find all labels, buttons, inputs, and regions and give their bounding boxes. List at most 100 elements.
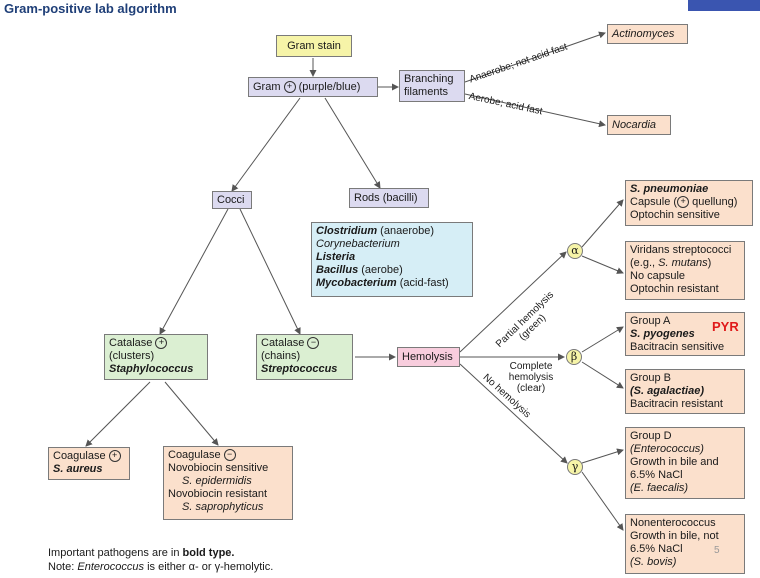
gram-color-label: (purple/blue) xyxy=(298,81,361,93)
nacl-label: 6.5% NaCl xyxy=(630,543,683,555)
nonenterococcus-label: Nonenterococcus xyxy=(630,517,716,529)
catalase-pos-label: Catalase xyxy=(109,337,153,349)
minus-icon: − xyxy=(223,449,236,462)
edge-to-catalase-neg xyxy=(239,208,301,335)
plus-icon: + xyxy=(677,196,690,209)
s-saprophyticus-label: S. saprophyticus xyxy=(182,501,264,513)
alpha-node: α xyxy=(567,243,583,259)
s-bovis-label: (S. bovis) xyxy=(630,556,677,568)
rod-item-listeria: Listeria xyxy=(316,251,356,263)
coagulase-pos-label: Coagulase xyxy=(53,450,106,462)
viridans-node: Viridans streptococci (e.g., S. mutans) … xyxy=(625,241,745,300)
cocci-node: Cocci xyxy=(212,191,252,209)
staphylococcus-label: Staphylococcus xyxy=(109,363,194,375)
s-pneumoniae-node: S. pneumoniae Capsule (+ quellung) Optoc… xyxy=(625,180,753,226)
group-a-node: Group A S. pyogenes Bacitracin sensitive xyxy=(625,312,745,356)
edge-gamma-to-nonentero xyxy=(581,471,624,531)
edge-to-catalase-pos xyxy=(159,208,229,335)
gram-label: Gram xyxy=(253,81,281,93)
edge-to-coag-neg xyxy=(164,381,219,446)
edge-to-coag-pos xyxy=(85,381,151,447)
s-epidermidis-label: S. epidermidis xyxy=(182,475,252,487)
edge-to-gamma xyxy=(459,363,568,464)
hemolysis-label: Hemolysis xyxy=(402,351,453,363)
rod-item-corynebacterium: Corynebacterium xyxy=(316,238,400,250)
edge-gamma-to-groupd xyxy=(581,448,624,464)
catalase-negative-node: Catalase − (chains) Streptococcus xyxy=(256,334,353,380)
gram-positive-node: Gram + (purple/blue) xyxy=(248,77,378,97)
page-title: Gram-positive lab algorithm xyxy=(4,1,177,16)
clusters-label: (clusters) xyxy=(109,350,155,362)
nocardia-node: Nocardia xyxy=(607,115,671,135)
edge-to-nocardia xyxy=(464,93,606,128)
beta-node: β xyxy=(566,349,582,365)
actinomyces-node: Actinomyces xyxy=(607,24,688,44)
gram-stain-label: Gram stain xyxy=(287,40,341,52)
group-d-label: Group D xyxy=(630,430,672,442)
cocci-label: Cocci xyxy=(217,194,245,206)
growth-bile-label: Growth in bile and xyxy=(630,456,719,468)
bacitracin-resistant-label: Bacitracin resistant xyxy=(630,398,723,410)
rod-item-mycobacterium: Mycobacterium (acid-fast) xyxy=(316,277,449,289)
edge-beta-to-groupa xyxy=(581,326,624,353)
novobiocin-resistant-label: Novobiocin resistant xyxy=(168,488,268,500)
gram-stain-node: Gram stain xyxy=(276,35,352,57)
page-number: 5 xyxy=(714,545,720,556)
plus-icon: + xyxy=(283,81,296,94)
edge-to-alpha xyxy=(459,251,567,353)
rods-label: Rods (bacilli) xyxy=(354,192,418,204)
edge-to-cocci xyxy=(231,97,301,192)
minus-icon: − xyxy=(307,337,320,350)
group-b-node: Group B (S. agalactiae) Bacitracin resis… xyxy=(625,369,745,414)
enterococcus-label: (Enterococcus) xyxy=(630,443,704,455)
chains-label: (chains) xyxy=(261,350,301,362)
gamma-node: γ xyxy=(567,459,583,475)
filaments-label: filaments xyxy=(404,86,449,98)
optochin-resistant-label: Optochin resistant xyxy=(630,283,719,295)
bacitracin-sensitive-label: Bacitracin sensitive xyxy=(630,341,725,353)
hemolysis-node: Hemolysis xyxy=(397,347,460,367)
coagulase-negative-node: Coagulase − Novobiocin sensitive S. epid… xyxy=(163,446,293,520)
novobiocin-sensitive-label: Novobiocin sensitive xyxy=(168,462,269,474)
edge-alpha-to-pneumo xyxy=(581,199,624,248)
no-capsule-label: No capsule xyxy=(630,270,686,282)
pyr-annotation: PYR xyxy=(712,319,739,334)
actinomyces-label: Actinomyces xyxy=(612,28,675,40)
viridans-label: Viridans streptococci xyxy=(630,244,732,256)
e-faecalis-label: (E. faecalis) xyxy=(630,482,689,494)
rods-node: Rods (bacilli) xyxy=(349,188,429,208)
plus-icon: + xyxy=(108,450,121,463)
edge-alpha-to-viridans xyxy=(581,255,624,274)
branching-label: Branching xyxy=(404,73,454,85)
s-pyogenes-label: S. pyogenes xyxy=(630,328,695,340)
optochin-sensitive-label: Optochin sensitive xyxy=(630,209,720,221)
edge-to-rods xyxy=(324,97,381,189)
nocardia-label: Nocardia xyxy=(612,119,657,131)
catalase-positive-node: Catalase + (clusters) Staphylococcus xyxy=(104,334,208,380)
s-agalactiae-label: (S. agalactiae) xyxy=(630,385,704,397)
s-pneumoniae-label: S. pneumoniae xyxy=(630,183,709,195)
group-a-label: Group A xyxy=(630,315,671,327)
s-mutans-label: S. mutans xyxy=(658,257,708,269)
s-aureus-label: S. aureus xyxy=(53,463,103,475)
catalase-neg-label: Catalase xyxy=(261,337,305,349)
rod-item-clostridium: Clostridium (anaerobe) xyxy=(316,225,434,237)
growth-bile-not-label: Growth in bile, not xyxy=(630,530,719,542)
group-b-label: Group B xyxy=(630,372,671,384)
nonenterococcus-node: Nonenterococcus Growth in bile, not 6.5%… xyxy=(625,514,745,574)
edge-beta-to-groupb xyxy=(581,361,624,389)
footnote-bold-type: Important pathogens are in bold type. xyxy=(48,547,235,559)
rods-species-list: Clostridium (anaerobe) Corynebacterium L… xyxy=(311,222,473,297)
footnote-enterococcus: Note: Enterococcus is either α- or γ-hem… xyxy=(48,561,274,573)
rod-item-bacillus: Bacillus (aerobe) xyxy=(316,264,403,276)
nacl-label: 6.5% NaCl xyxy=(630,469,683,481)
header-accent-bar xyxy=(688,0,760,11)
coagulase-positive-node: Coagulase + S. aureus xyxy=(48,447,130,480)
plus-icon: + xyxy=(155,337,168,350)
edge-to-actinomyces xyxy=(464,31,606,83)
group-d-node: Group D (Enterococcus) Growth in bile an… xyxy=(625,427,745,499)
streptococcus-label: Streptococcus xyxy=(261,363,338,375)
